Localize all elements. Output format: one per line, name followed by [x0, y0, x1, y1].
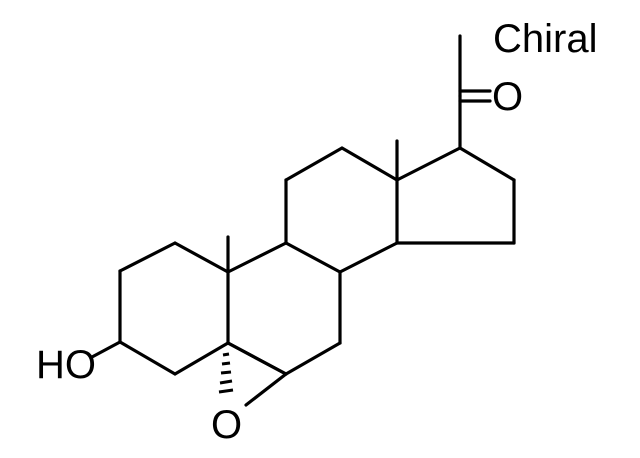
acetyl-group: [458, 34, 492, 150]
ring-c: [284, 146, 399, 274]
chiral-label: Chiral: [493, 17, 597, 61]
ring-a: [118, 241, 230, 376]
hydroxyl-label: HO: [36, 343, 96, 387]
epoxide-oxygen-label: O: [211, 403, 242, 447]
ring-d: [395, 146, 516, 245]
hydroxyl-bond: [90, 340, 122, 359]
epoxide: [218, 341, 288, 407]
ketone-oxygen-label: O: [492, 75, 523, 119]
ring-b: [226, 241, 342, 376]
